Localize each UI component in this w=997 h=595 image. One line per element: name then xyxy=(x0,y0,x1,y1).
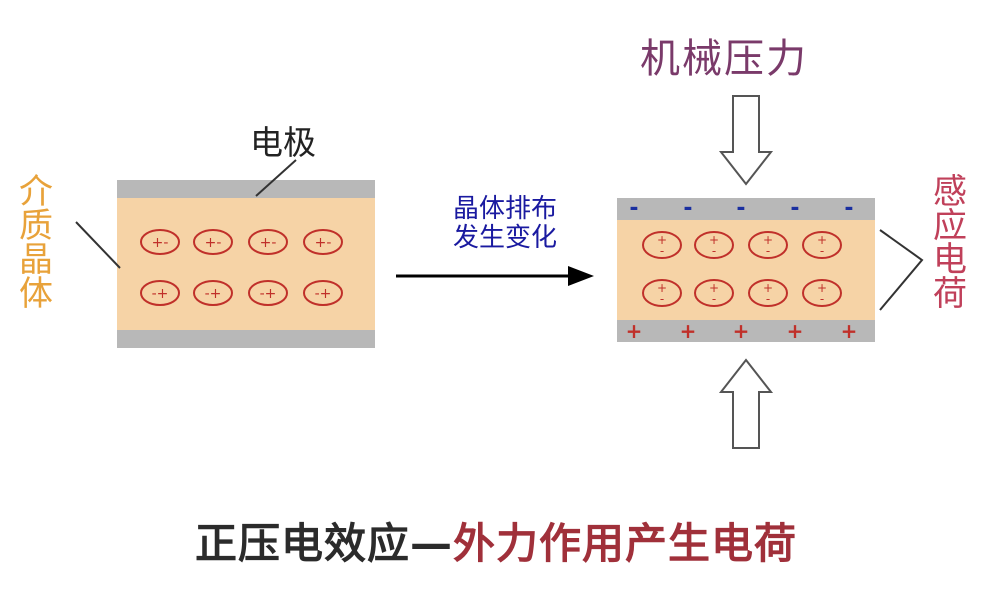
left-label-char: 质 xyxy=(19,206,53,246)
dipole: +- xyxy=(642,279,682,307)
dipole: +- xyxy=(694,279,734,307)
dipole-sign: - xyxy=(660,244,664,258)
dipole-sign: + xyxy=(657,233,667,247)
positive-charge: + xyxy=(787,319,804,343)
right-top-electrode xyxy=(617,198,875,220)
dipole-sign: +- xyxy=(205,235,222,251)
dipole: +- xyxy=(748,279,788,307)
dipole: -+ xyxy=(248,280,288,306)
dipole-sign: + xyxy=(709,233,719,247)
change-label-line1: 晶体排布 xyxy=(452,194,557,224)
negative-charge: - xyxy=(790,196,799,221)
negative-charge: - xyxy=(736,196,745,221)
negative-charge: - xyxy=(629,196,638,221)
arrangement-change-label: 晶体排布 发生变化 xyxy=(420,195,590,252)
dipole-sign: + xyxy=(763,233,773,247)
dipole-sign: - xyxy=(712,292,716,306)
right-label-char: 应 xyxy=(933,206,967,246)
left-label-char: 晶 xyxy=(19,240,53,280)
right-dipole-group: +-+-+-+-+-+-+-+- xyxy=(642,231,842,307)
positive-charge: + xyxy=(680,319,697,343)
dipole: -+ xyxy=(303,280,343,306)
left-label-char: 体 xyxy=(19,274,53,314)
transform-arrow-head xyxy=(568,266,594,286)
right-bottom-electrode xyxy=(617,320,875,342)
left-dipole-group: +- +- +- +- -+ -+ -+ -+ xyxy=(140,229,343,306)
dipole-sign: - xyxy=(766,244,770,258)
mechanical-pressure-label: 机械压力 xyxy=(640,36,808,82)
dipole: -+ xyxy=(140,280,180,306)
dipole: +- xyxy=(694,231,734,259)
pressure-arrow-down xyxy=(718,95,774,186)
electrode-pointer-line xyxy=(255,159,297,197)
dipole-sign: + xyxy=(817,233,827,247)
dipole: +- xyxy=(642,231,682,259)
positive-charge: + xyxy=(733,319,750,343)
caption: 正压电效应—外力作用产生电荷 xyxy=(195,510,797,571)
dipole-sign: -+ xyxy=(315,286,332,302)
dipole-sign: +- xyxy=(152,235,169,251)
induced-charge-label: 感 应 电 荷 xyxy=(928,175,972,311)
dipole-sign: -+ xyxy=(260,286,277,302)
crystal-pointer-line xyxy=(75,221,121,269)
left-top-electrode xyxy=(117,180,375,198)
electrode-label: 电极 xyxy=(250,123,316,162)
right-label-char: 感 xyxy=(933,172,967,212)
dipole-sign: - xyxy=(820,292,824,306)
dipole: -+ xyxy=(193,280,233,306)
right-label-char: 电 xyxy=(933,240,967,280)
bottom-charge-group: + + + + + xyxy=(626,319,858,343)
dipole-sign: -+ xyxy=(205,286,222,302)
dipole-sign: + xyxy=(709,281,719,295)
dipole-sign: + xyxy=(817,281,827,295)
caption-description: 外力作用产生电荷 xyxy=(453,519,798,568)
caption-effect-name: 正压电效应— xyxy=(195,519,454,568)
positive-charge: + xyxy=(841,319,858,343)
positive-charge: + xyxy=(626,319,643,343)
dielectric-crystal-label: 介 质 晶 体 xyxy=(14,175,58,311)
dipole-sign: - xyxy=(766,292,770,306)
dipole-sign: - xyxy=(660,292,664,306)
right-label-char: 荷 xyxy=(933,274,967,314)
charge-pointer-bracket xyxy=(879,229,924,311)
top-charge-group: ----- xyxy=(629,196,853,221)
dipole-sign: -+ xyxy=(152,286,169,302)
dipole: +- xyxy=(802,279,842,307)
dipole: +- xyxy=(140,229,180,255)
dipole: +- xyxy=(802,231,842,259)
dipole: +- xyxy=(248,229,288,255)
dipole: +- xyxy=(303,229,343,255)
negative-charge: - xyxy=(683,196,692,221)
dipole: +- xyxy=(748,231,788,259)
dipole-sign: + xyxy=(657,281,667,295)
change-label-line2: 发生变化 xyxy=(452,222,557,253)
dipole-sign: +- xyxy=(260,235,277,251)
left-label-char: 介 xyxy=(19,172,53,212)
pressure-arrow-up xyxy=(718,358,774,449)
dipole-sign: - xyxy=(712,244,716,258)
dipole-sign: - xyxy=(820,244,824,258)
left-bottom-electrode xyxy=(117,330,375,348)
dipole-sign: +- xyxy=(315,235,332,251)
dipole-sign: + xyxy=(763,281,773,295)
left-crystal-body xyxy=(117,198,375,330)
negative-charge: - xyxy=(844,196,853,221)
dipole: +- xyxy=(193,229,233,255)
